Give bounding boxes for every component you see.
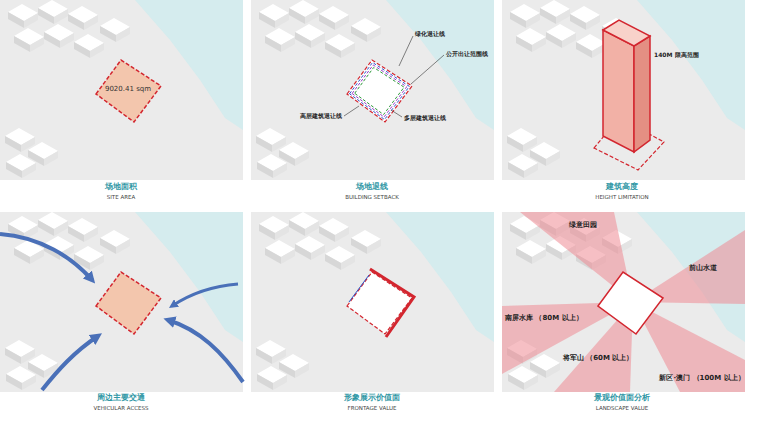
panel-caption: 场地面积 [105,182,137,191]
view-corridor [502,212,745,392]
height-panel [502,0,745,180]
traffic-arrow [42,336,98,390]
frontage-edge [370,269,414,337]
height-label: 140M 限高范围 [654,52,699,59]
panel-caption: 场地退线 [356,182,388,191]
panel-caption: 景观价值面分析 [594,393,650,402]
panel-subcaption: HEIGHT LIMITATION [595,194,649,200]
height-envelope [603,20,650,46]
setback-label: 绿化退让线 [415,31,445,38]
traffic-arrow [172,284,238,306]
panel-subcaption: FRONTAGE VALUE [348,405,397,411]
panel-subcaption: LANDSCAPE VALUE [596,405,648,411]
site-plot [96,60,161,122]
height-envelope [634,36,650,152]
setback-label: 多层建筑退让线 [404,115,446,122]
frontage-edge [349,275,369,302]
leader-line [344,106,359,116]
leader-line [391,110,402,117]
setback-line [350,62,410,119]
panel-subcaption: VEHICULAR ACCESS [93,405,148,411]
traffic-arrow [0,234,92,280]
view-label: 将军山 （60M 以上） [563,354,634,362]
panel-subcaption: SITE AREA [107,194,136,200]
panel-caption: 周边主要交通 [97,393,145,402]
setback-line [352,65,407,117]
setback-line [347,60,412,122]
site-plot [96,272,161,334]
setback-label: 公开出让范围线 [446,51,488,58]
setback-label: 高层建筑退让线 [300,113,342,120]
leader-line [411,55,444,84]
frontage-panel [251,212,494,392]
site-area-panel [0,0,243,180]
setback-line [355,67,404,114]
panel-caption: 形象展示价值面 [344,393,400,402]
area-value: 9020.41 sqm [105,85,151,93]
leader-line [399,36,413,66]
panel-caption: 建筑高度 [606,182,638,191]
panel-subcaption: BUILDING SETBACK [345,194,399,200]
traffic-arrow [168,320,243,382]
view-label: 新区·澳门 （100M 以上） [659,374,744,382]
site-plot [598,272,663,334]
landscape-panel [502,212,745,392]
view-label: 南屏水库 （80M 以上） [505,314,583,322]
height-envelope [603,30,634,152]
site-plot [347,272,412,334]
setback-panel [251,0,494,180]
view-label: 绿意田园 [569,221,597,229]
traffic-panel [0,212,243,392]
view-label: 前山水道 [689,264,717,272]
